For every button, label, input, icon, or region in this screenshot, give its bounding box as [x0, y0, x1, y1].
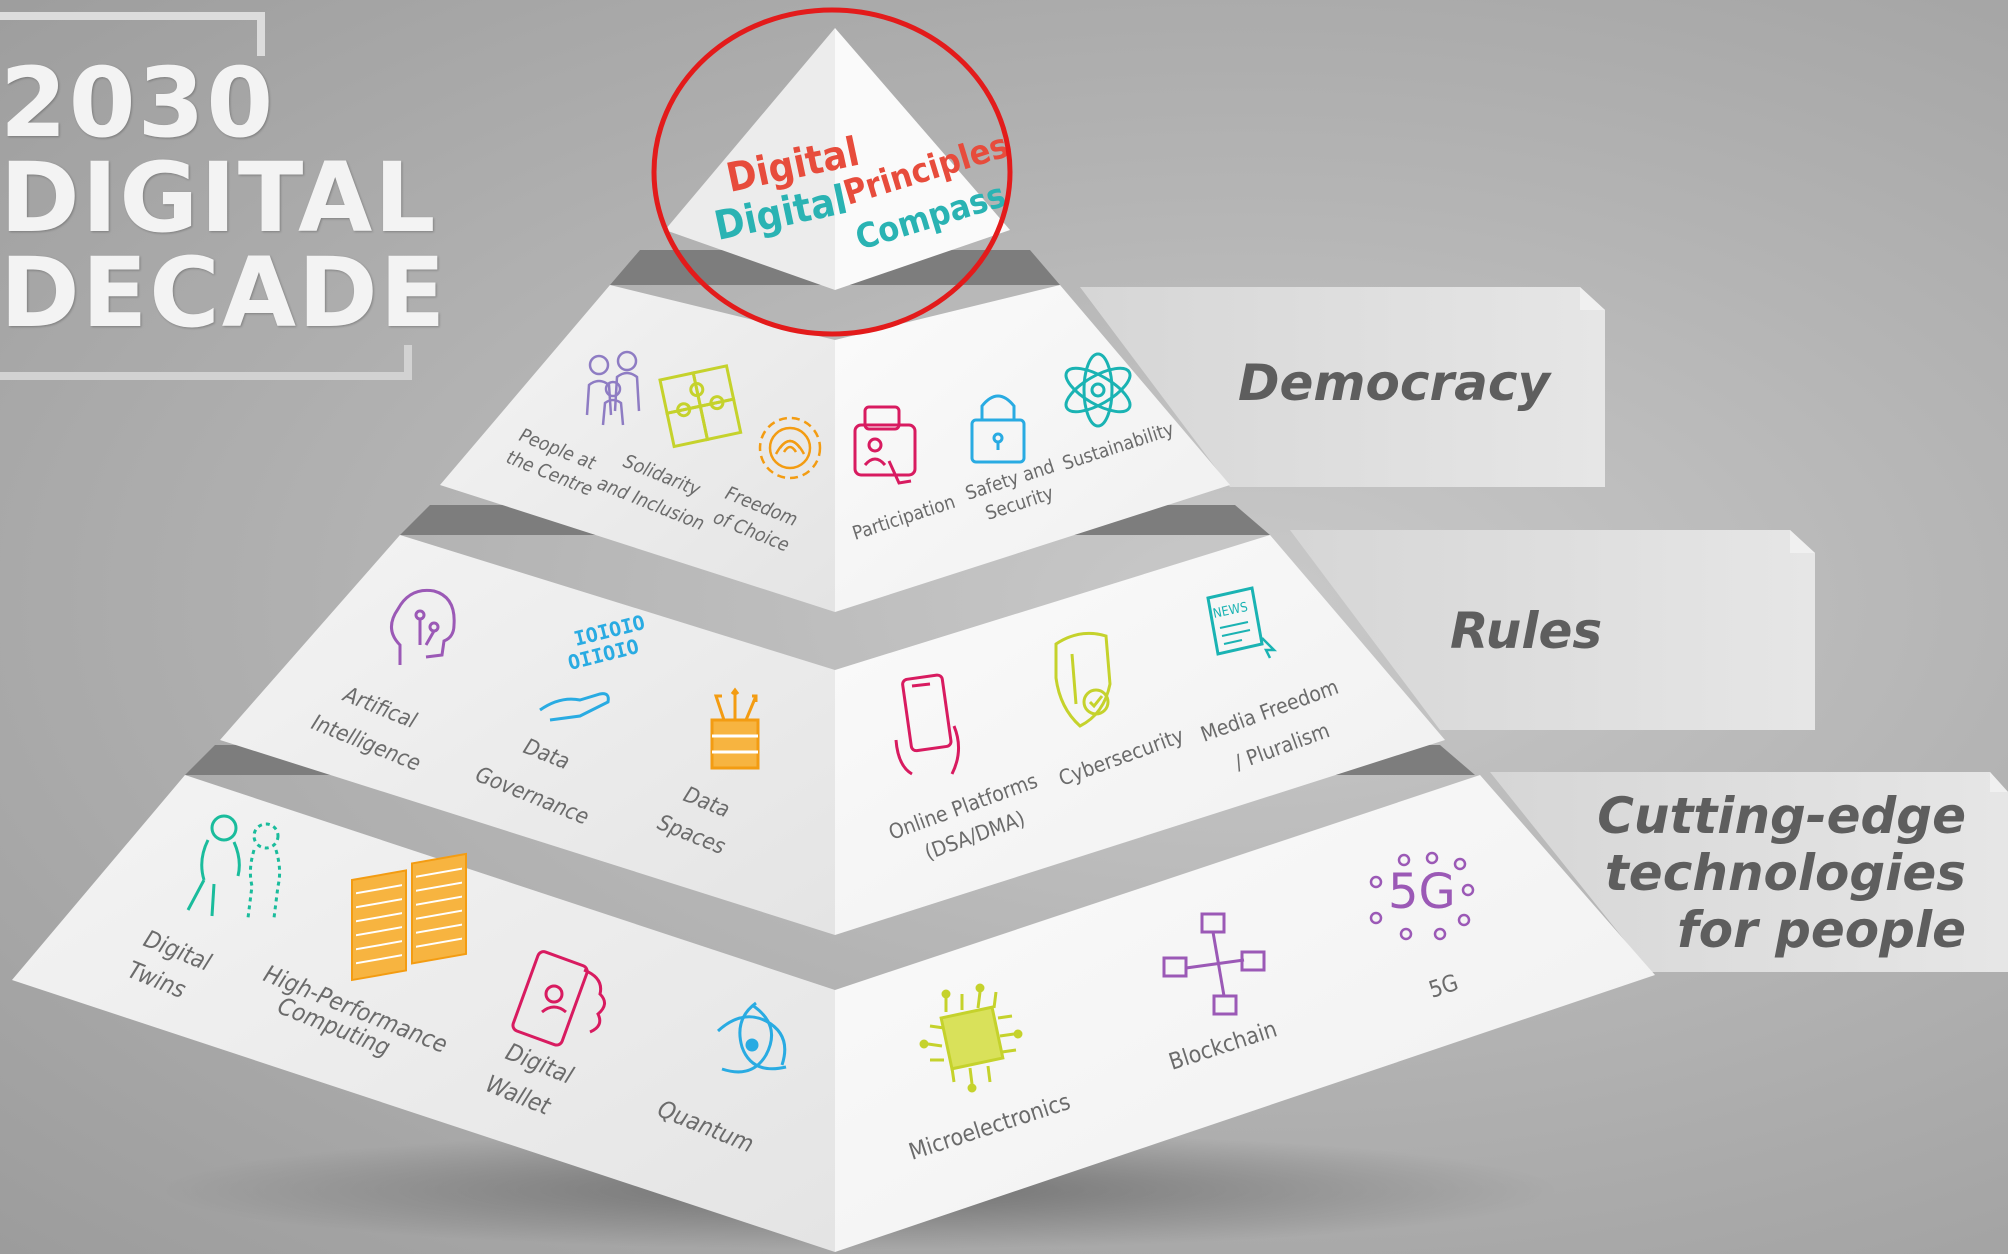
- puzzle-icon: [658, 364, 743, 449]
- server-rack-icon: [351, 852, 467, 982]
- title-line-2: DIGITAL: [0, 142, 438, 254]
- highlight-circle: [651, 7, 1013, 337]
- fiveg-icon-text: 5G: [1388, 864, 1456, 920]
- title-line-1: 2030: [0, 47, 276, 159]
- quantum-swirl-icon: [716, 1001, 787, 1074]
- tier-label-technologies-1: Cutting-edge: [1597, 787, 1966, 845]
- tier-label-democracy: Democracy: [1238, 354, 1553, 412]
- chat-hand-icon: [853, 405, 917, 485]
- tier-bottom: [12, 775, 1655, 1252]
- chip-icon: [919, 983, 1023, 1093]
- people-icon: [585, 350, 641, 426]
- tier-label-technologies-3: for people: [1677, 901, 1966, 959]
- tier-label-rules: Rules: [1450, 602, 1602, 660]
- lock-icon: [970, 394, 1026, 464]
- news-icon: NEWS: [1206, 586, 1278, 659]
- banner-democracy: [1080, 287, 1605, 487]
- title-frame: [0, 12, 412, 380]
- wallet-phone-icon: [511, 950, 606, 1047]
- smartphone-hand-icon: [894, 673, 960, 776]
- tier-middle: [220, 535, 1445, 935]
- atom-icon: [1064, 352, 1132, 428]
- data-box-icon: [710, 687, 760, 770]
- fingerprint-gear-icon: [758, 416, 822, 480]
- news-icon-text: NEWS: [1212, 600, 1249, 622]
- tier-upper: [440, 285, 1230, 612]
- digital-twins-icon: [186, 814, 282, 919]
- ai-head-icon: [390, 588, 456, 665]
- fiveg-icon: 5G: [1369, 851, 1475, 941]
- banner-rules: [1290, 530, 1815, 730]
- blockchain-icon: [1162, 912, 1266, 1016]
- pyramid-apex: [665, 28, 1010, 290]
- banner-technologies: [1490, 772, 2008, 972]
- tier-label-technologies-2: technologies: [1605, 844, 1966, 902]
- shield-check-icon: [1054, 631, 1112, 728]
- title-line-3: DECADE: [0, 237, 448, 349]
